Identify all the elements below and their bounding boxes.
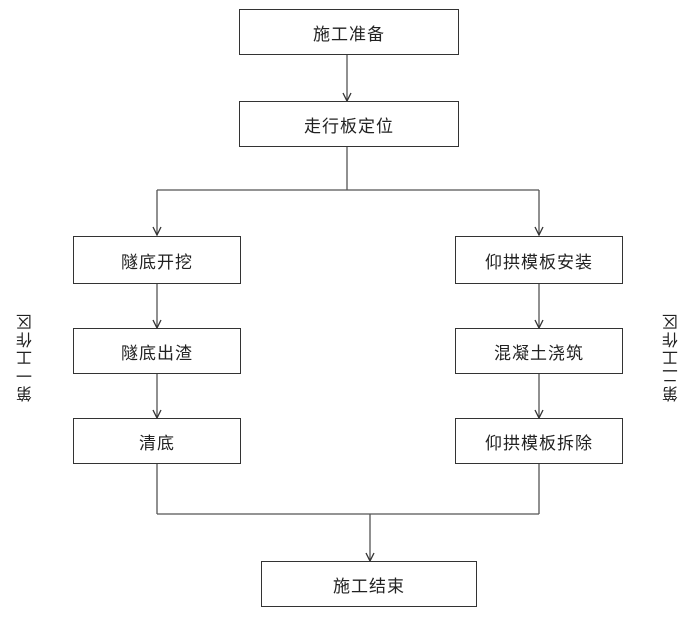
step-right-formwork-removal: 仰拱模板拆除 bbox=[455, 418, 623, 464]
step-finish: 施工结束 bbox=[261, 561, 477, 607]
step-right-formwork-install: 仰拱模板安装 bbox=[455, 236, 623, 284]
step-left-excavation: 隧底开挖 bbox=[73, 236, 241, 284]
step-track-positioning: 走行板定位 bbox=[239, 101, 459, 147]
step-left-bottom-cleaning: 清底 bbox=[73, 418, 241, 464]
step-right-concrete-pouring: 混凝土浇筑 bbox=[455, 328, 623, 374]
zone-label-left: 第一工作区 bbox=[16, 312, 35, 402]
step-prepare: 施工准备 bbox=[239, 9, 459, 55]
step-left-muck-removal: 隧底出渣 bbox=[73, 328, 241, 374]
zone-label-right: 第二工作区 bbox=[662, 312, 681, 402]
